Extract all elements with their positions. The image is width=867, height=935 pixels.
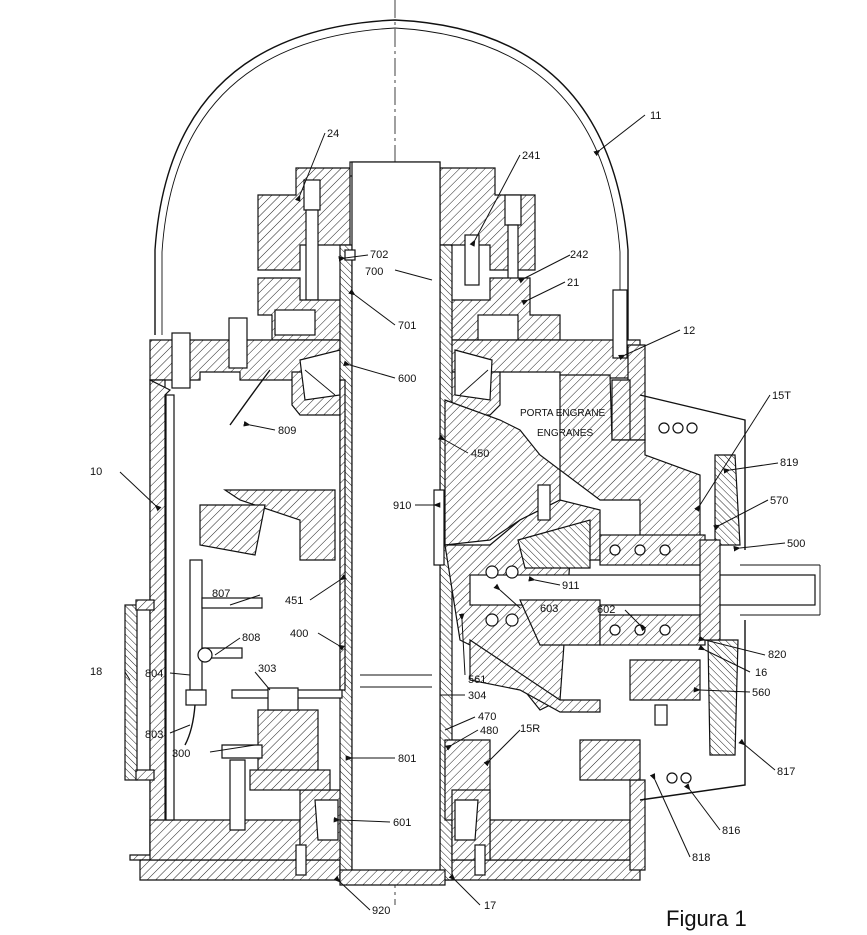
dome-cover (154, 19, 629, 345)
label-470: 470 (478, 711, 496, 723)
label-450: 450 (471, 448, 489, 460)
label-804: 804 (145, 668, 163, 680)
label-809: 809 (278, 425, 296, 437)
label-801: 801 (398, 753, 416, 765)
label-561: 561 (468, 674, 486, 686)
label-910: 910 (393, 500, 411, 512)
label-819: 819 (780, 457, 798, 469)
label-803: 803 (145, 729, 163, 741)
lower-gear-housing (469, 638, 701, 781)
label-17: 17 (484, 900, 496, 912)
label-700: 700 (365, 266, 383, 278)
label-601: 601 (393, 817, 411, 829)
label-570: 570 (770, 495, 788, 507)
upper-bearings (291, 349, 501, 416)
lower-bearings (299, 739, 491, 861)
label-11: 11 (650, 110, 661, 122)
label-24: 24 (327, 128, 339, 140)
label-15R: 15R (520, 723, 540, 735)
label-701: 701 (398, 320, 416, 332)
label-820: 820 (768, 649, 786, 661)
label-480: 480 (480, 725, 498, 737)
dome-cover-inner (161, 27, 621, 345)
output-shaft (469, 519, 821, 646)
label-15T: 15T (772, 390, 791, 402)
label-16: 16 (755, 667, 767, 679)
label-303: 303 (258, 663, 276, 675)
top-block (257, 161, 536, 301)
label-12: 12 (683, 325, 695, 337)
label-816: 816 (722, 825, 740, 837)
label-451: 451 (285, 595, 303, 607)
label-602: 602 (597, 604, 615, 616)
label-603: 603 (540, 603, 558, 615)
label-241: 241 (522, 150, 540, 162)
label-818: 818 (692, 852, 710, 864)
base-plate (339, 869, 446, 886)
label-304: 304 (468, 690, 486, 702)
outer-casing (129, 344, 646, 881)
label-600: 600 (398, 373, 416, 385)
figure-caption: Figura 1 (666, 906, 747, 931)
label-300: 300 (172, 748, 190, 760)
central-shaft (339, 161, 453, 883)
piping (184, 369, 271, 746)
pump-assembly (221, 687, 343, 831)
block-21 (257, 277, 561, 341)
label-920: 920 (372, 905, 390, 917)
side-cover-18 (124, 599, 155, 781)
leader-lines (119, 114, 786, 911)
label-808: 808 (242, 632, 260, 644)
label-engranes: ENGRANES (537, 428, 593, 439)
label-porta-engrane: PORTA ENGRANE (520, 408, 606, 419)
right-bearings (599, 534, 706, 646)
label-400: 400 (290, 628, 308, 640)
label-807: 807 (212, 588, 230, 600)
label-911: 911 (562, 580, 580, 592)
label-242: 242 (570, 249, 588, 261)
label-10: 10 (90, 466, 102, 478)
label-560: 560 (752, 687, 770, 699)
flange-12 (149, 289, 641, 389)
label-18: 18 (90, 666, 102, 678)
label-702: 702 (370, 249, 388, 261)
label-500: 500 (787, 538, 805, 550)
label-817: 817 (777, 766, 795, 778)
bolts (295, 484, 668, 876)
label-21: 21 (567, 277, 579, 289)
fan-housing (639, 394, 746, 801)
